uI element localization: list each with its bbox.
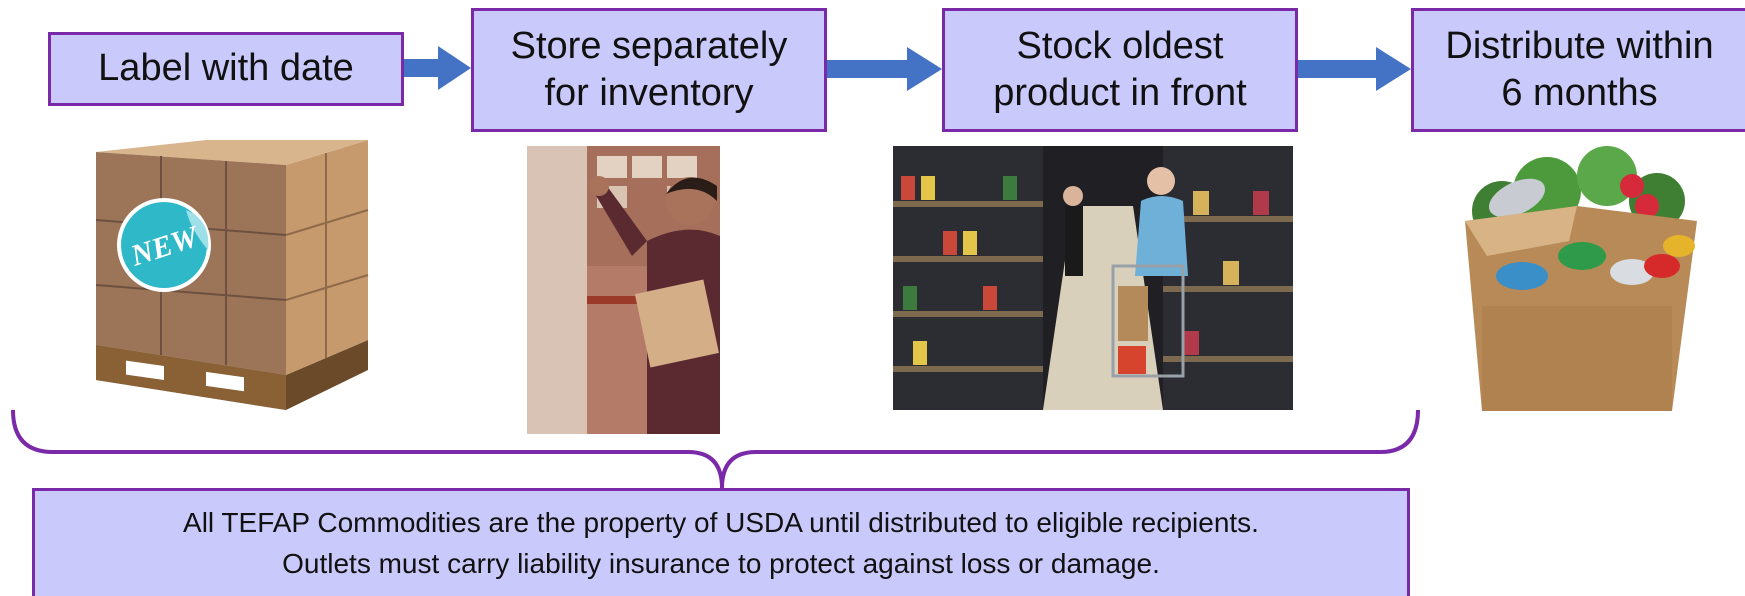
pallet-boxes-image: NEW	[95, 140, 369, 410]
notice-line-1: All TEFAP Commodities are the property o…	[183, 506, 1259, 538]
notice-line-2: Outlets must carry liability insurance t…	[282, 547, 1160, 579]
arrow-icon	[1298, 47, 1411, 91]
step-distribute: Distribute within 6 months	[1411, 8, 1745, 132]
step-stock-oldest: Stock oldest product in front	[942, 8, 1298, 132]
step-store-separately: Store separately for inventory	[471, 8, 827, 132]
food-pantry-image	[893, 146, 1293, 410]
step-label-with-date: Label with date	[48, 32, 404, 106]
warehouse-worker-image	[527, 146, 720, 434]
grouping-brace	[11, 409, 1420, 489]
arrow-icon	[404, 46, 471, 90]
grocery-bag-image	[1465, 146, 1697, 411]
arrow-icon	[827, 47, 942, 91]
commodities-notice: All TEFAP Commodities are the property o…	[32, 488, 1410, 596]
